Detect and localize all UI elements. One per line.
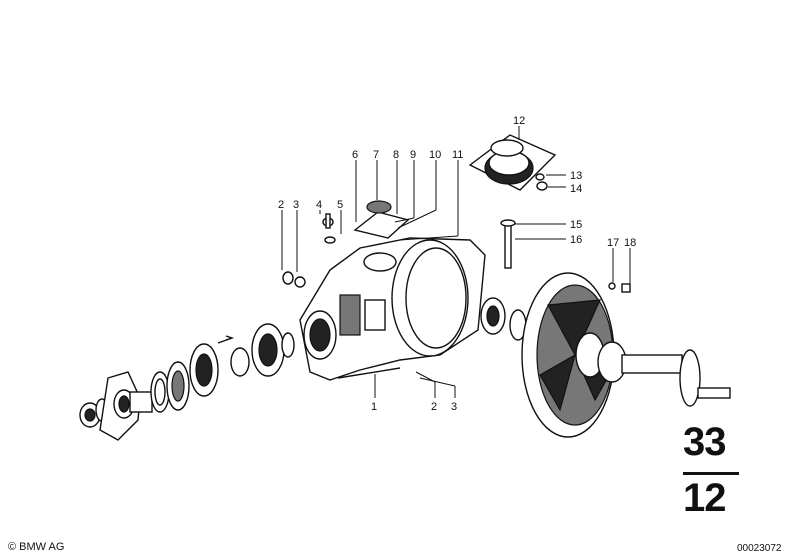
callout-18: 18 (624, 237, 636, 249)
rubber-mount (468, 134, 557, 269)
callout-15: 15 (570, 219, 582, 231)
group-divider (683, 472, 739, 475)
callout-10: 10 (429, 149, 441, 161)
callout-2: 2 (278, 199, 284, 211)
callout-2-lower: 2 (431, 401, 437, 413)
callout-17: 17 (607, 237, 619, 249)
group-number-minor: 12 (683, 476, 726, 520)
callout-9: 9 (410, 149, 416, 161)
image-number: 00023072 (737, 543, 782, 554)
ring-gear-cover (521, 272, 731, 438)
callout-labels: 1 2 3 4 5 6 7 8 9 10 11 12 13 14 15 16 1… (278, 115, 636, 413)
callout-1: 1 (371, 401, 377, 413)
final-drive-housing (282, 237, 486, 381)
callout-13: 13 (570, 170, 582, 182)
callout-11: 11 (452, 149, 463, 161)
callout-6: 6 (352, 149, 358, 161)
callout-14: 14 (570, 183, 582, 195)
callout-4: 4 (316, 199, 322, 211)
shaft-seal (480, 297, 527, 341)
cover-plate (322, 200, 410, 244)
leader-lines (281, 126, 631, 398)
output-flange (79, 371, 153, 441)
callout-16: 16 (570, 234, 582, 246)
callout-5: 5 (337, 199, 343, 211)
callout-8: 8 (393, 149, 399, 161)
shaft-bearing-stack (150, 323, 295, 413)
callout-7: 7 (373, 149, 379, 161)
callout-3-lower: 3 (451, 401, 457, 413)
copyright-notice: © BMW AG (8, 541, 65, 553)
group-number-major: 33 (683, 420, 726, 464)
callout-3: 3 (293, 199, 299, 211)
callout-12: 12 (513, 115, 525, 127)
